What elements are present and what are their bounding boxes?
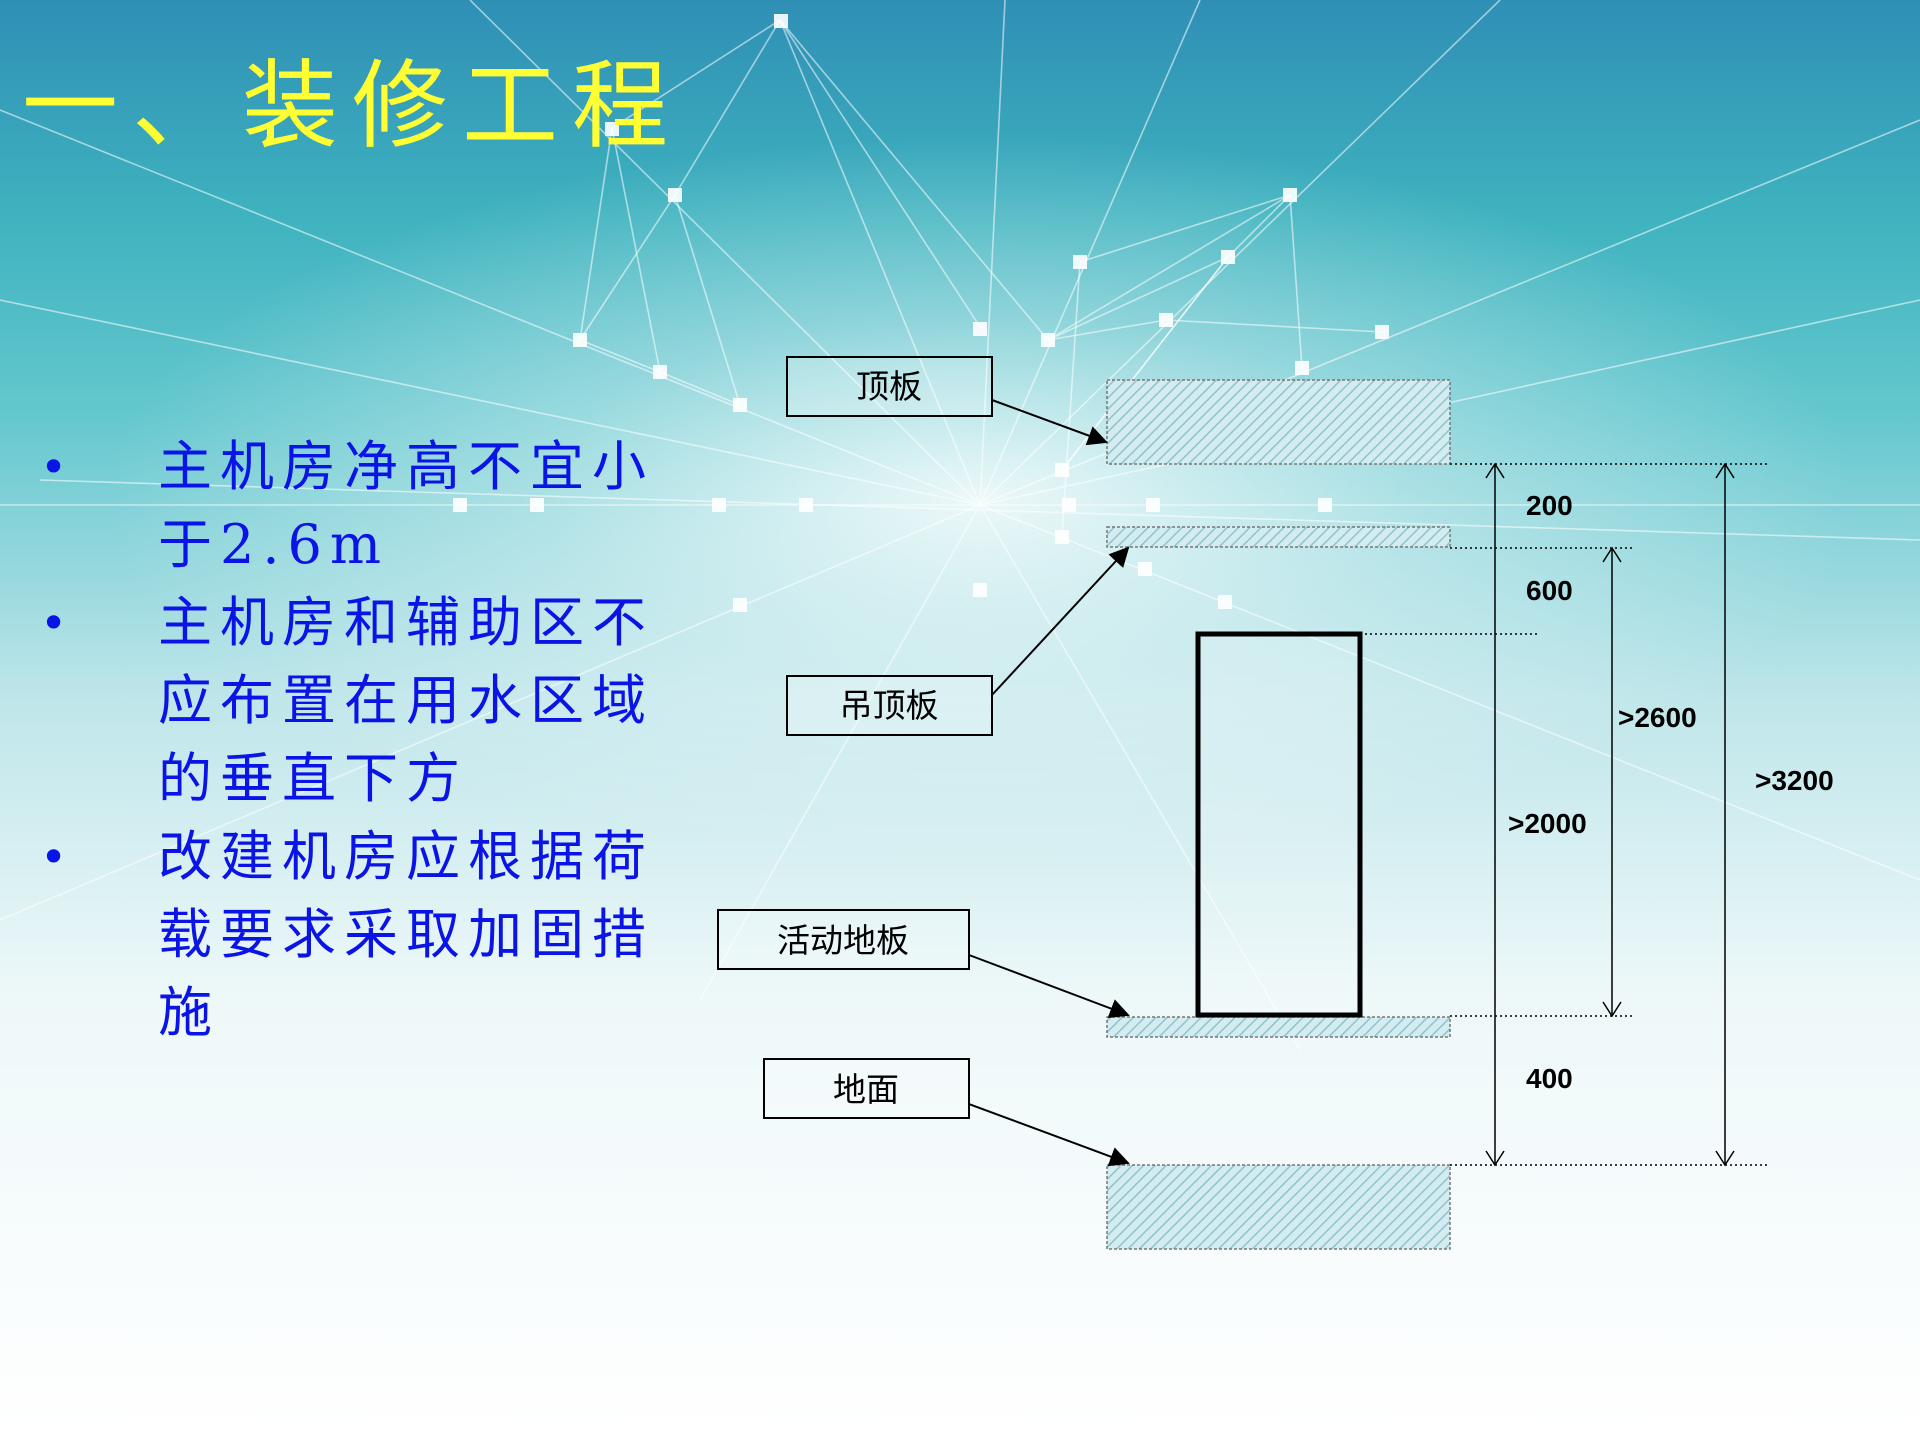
- bullet-dot-icon: •: [40, 596, 76, 650]
- dimension-arrow-icon: [1485, 462, 1505, 479]
- dimension-arrow-icon: [1485, 1150, 1505, 1167]
- dimension-label: 600: [1526, 575, 1573, 606]
- bullet-list: • 主机房净高不宜小于2.6m • 主机房和辅助区不应布置在用水区域的垂直下方 …: [40, 428, 680, 1052]
- bullet-dot-icon: •: [40, 830, 76, 884]
- bullet-text: 主机房净高不宜小于2.6m: [158, 435, 654, 576]
- slab-block: [1106, 379, 1451, 465]
- bullet-item: • 主机房净高不宜小于2.6m: [40, 428, 680, 584]
- label-box-slab: 顶板: [786, 356, 993, 417]
- ceiling-panel: [1106, 526, 1451, 548]
- bullet-item: • 主机房和辅助区不应布置在用水区域的垂直下方: [40, 584, 680, 818]
- leader-line: [991, 399, 1108, 446]
- ground-block: [1106, 1164, 1451, 1250]
- label-box-raised-floor: 活动地板: [717, 909, 970, 970]
- label-slab: 顶板: [856, 368, 922, 405]
- bullet-text: 改建机房应根据荷载要求采取加固措施: [158, 825, 654, 1044]
- raised-floor-panel: [1106, 1016, 1451, 1038]
- dimension-arrow-icon: [1602, 546, 1622, 563]
- leader-line: [991, 546, 1130, 696]
- label-ground: 地面: [833, 1071, 899, 1108]
- dimension-label: 200: [1526, 490, 1573, 521]
- label-ceiling: 吊顶板: [840, 687, 939, 724]
- leader-line: [968, 1103, 1130, 1167]
- label-raised-floor: 活动地板: [777, 922, 909, 959]
- dimension-arrow-icon: [1602, 1001, 1622, 1018]
- dimension-arrow-icon: [1715, 1150, 1735, 1167]
- dimension-label: 400: [1526, 1063, 1573, 1094]
- label-box-ceiling: 吊顶板: [786, 675, 993, 736]
- bullet-text: 主机房和辅助区不应布置在用水区域的垂直下方: [158, 591, 654, 810]
- bullet-dot-icon: •: [40, 440, 76, 494]
- dimension-label: >2000: [1508, 808, 1587, 839]
- cabinet: [1195, 631, 1363, 1018]
- bullet-item: • 改建机房应根据荷载要求采取加固措施: [40, 818, 680, 1052]
- dimension-label: >3200: [1755, 765, 1834, 796]
- slide-title: 一、装修工程: [22, 50, 682, 162]
- dimension-arrow-icon: [1715, 462, 1735, 479]
- label-box-ground: 地面: [763, 1058, 970, 1119]
- dimension-label: >2600: [1618, 702, 1697, 733]
- leader-line: [968, 954, 1130, 1019]
